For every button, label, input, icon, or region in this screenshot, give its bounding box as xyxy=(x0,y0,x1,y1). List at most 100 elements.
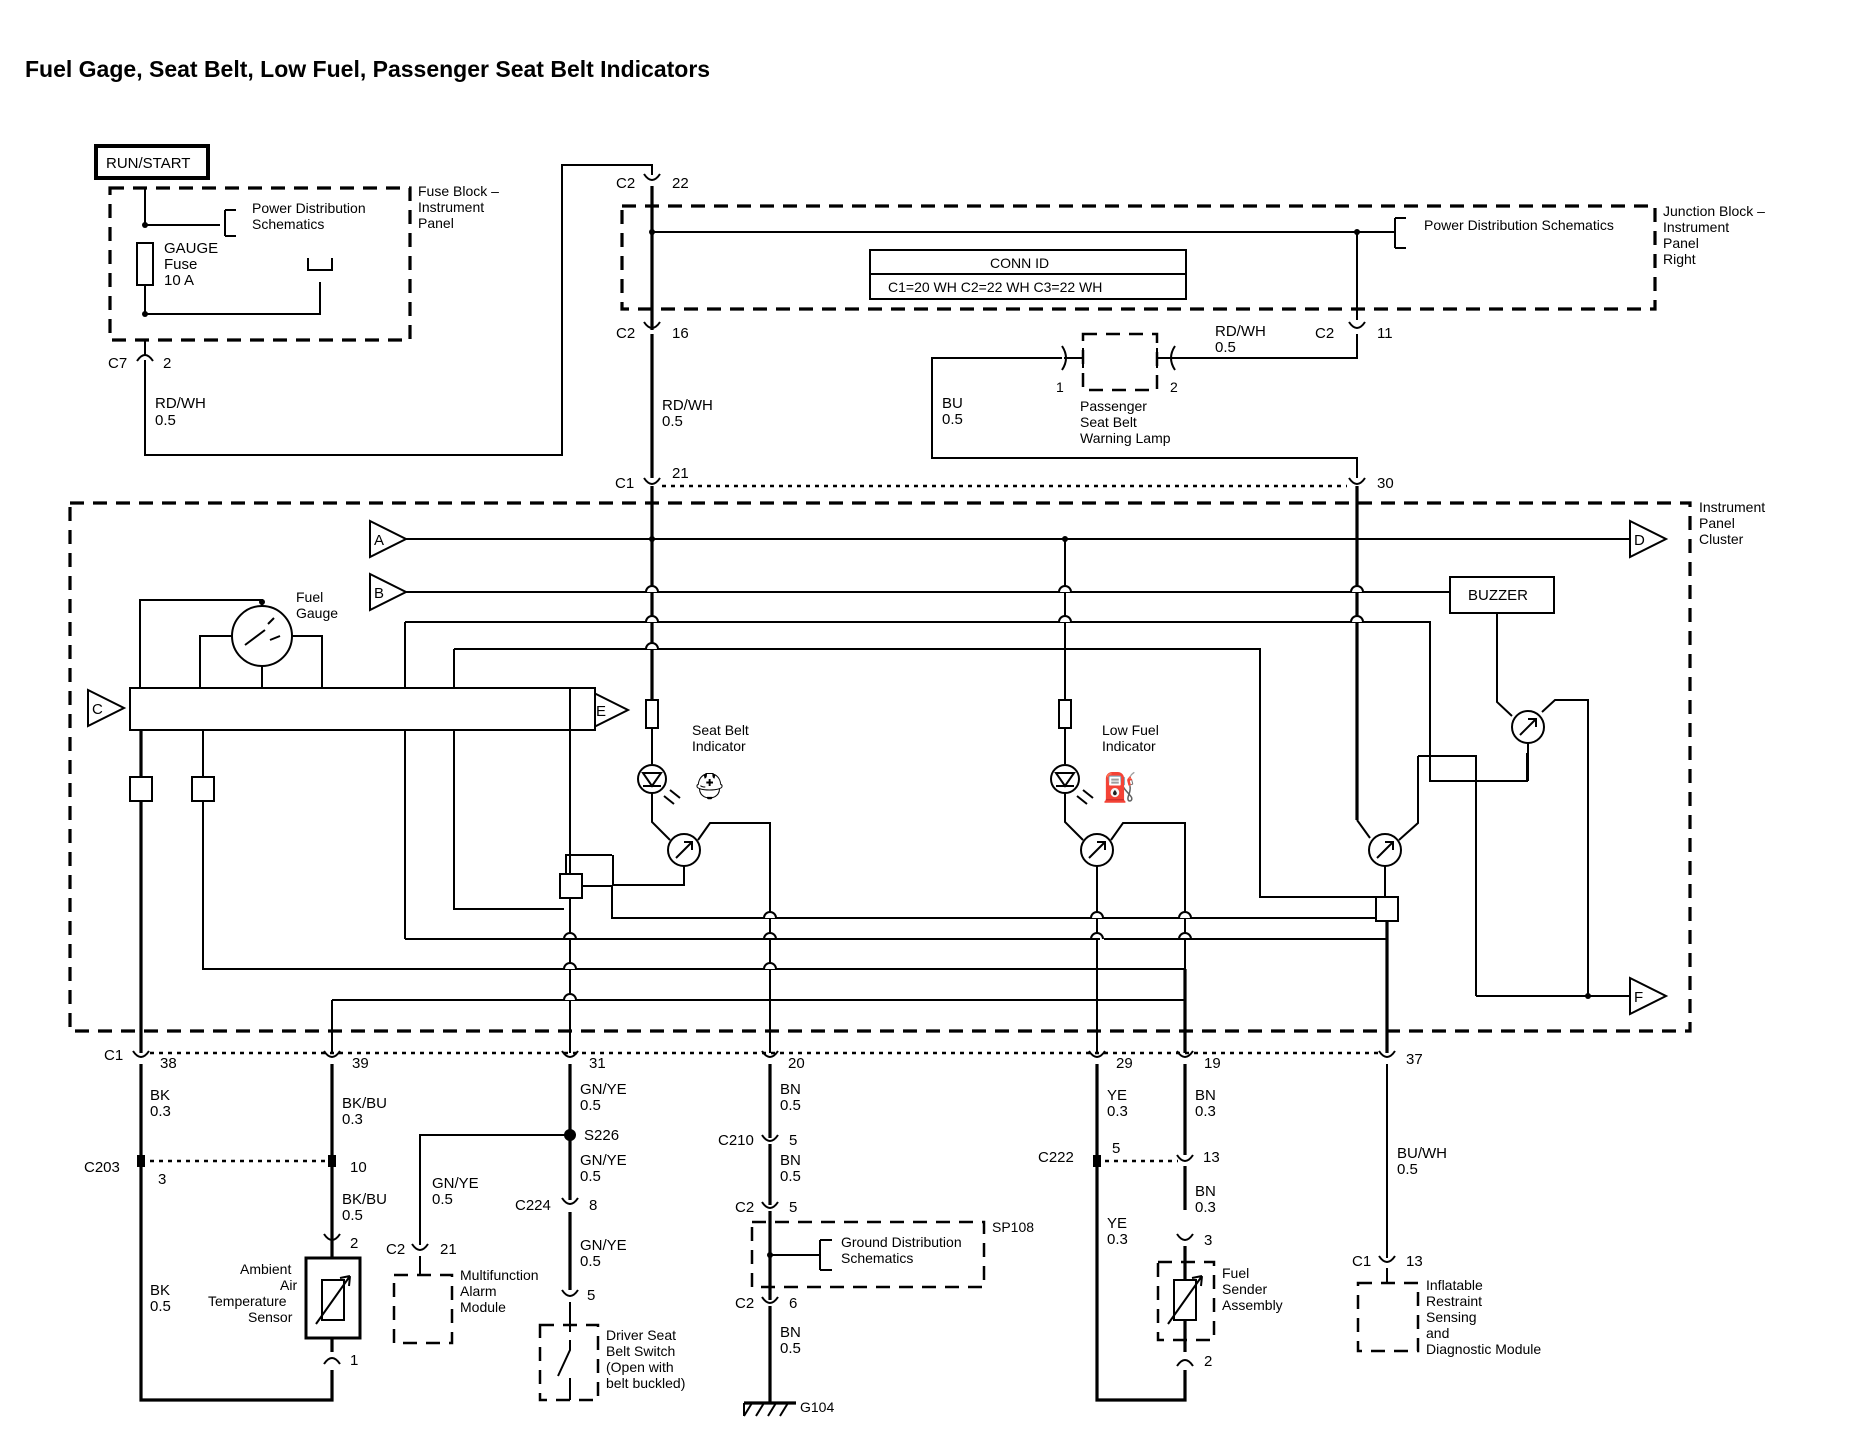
wire-color-18: BN xyxy=(1195,1087,1216,1104)
driver-seat-belt-input xyxy=(559,688,1376,1053)
dsbs-pin-5: 5 xyxy=(587,1287,595,1304)
wire-color-16: YE xyxy=(1107,1087,1127,1104)
wire-color-19: BN xyxy=(1195,1183,1216,1200)
c1-30-connector xyxy=(1348,477,1366,485)
wire-gauge-10: 0.5 xyxy=(432,1191,453,1208)
c1-label: C1 xyxy=(615,475,634,492)
instrument-panel-cluster: Instrument Panel Cluster xyxy=(68,499,1765,1033)
fuse-type: Fuse xyxy=(164,256,197,273)
offpage-connector-c: C xyxy=(87,688,127,728)
c1-label-2: C1 xyxy=(104,1047,123,1064)
crossing-hop-3 xyxy=(645,642,659,650)
multifunction-alarm-module: C2 21 Multifunction Alarm Module xyxy=(386,1241,539,1345)
diagram-title: Fuel Gage, Seat Belt, Low Fuel, Passenge… xyxy=(25,56,710,82)
offpage-connector-b: B xyxy=(369,572,409,612)
lamp-pin-1: 1 xyxy=(1056,379,1064,395)
wire-gauge-14: 0.5 xyxy=(780,1168,801,1185)
crossing-hop-2 xyxy=(645,615,659,623)
buzzer-label: BUZZER xyxy=(1468,587,1528,604)
c1-21-pin: 21 xyxy=(672,465,689,482)
c210-pin-5: 5 xyxy=(789,1132,797,1149)
sdm-label-4: and xyxy=(1426,1325,1449,1341)
c1-31-pin: 31 xyxy=(589,1055,606,1072)
crossing-hop-4 xyxy=(1058,585,1072,593)
crossing-hop-11 xyxy=(1090,911,1104,919)
wire-color-8: BK/BU xyxy=(342,1191,387,1208)
mam-pin-21: 21 xyxy=(440,1241,457,1258)
wire-gauge-11: 0.5 xyxy=(580,1168,601,1185)
wire-color-4: BU xyxy=(942,395,963,412)
wire-gauge-5: 0.3 xyxy=(150,1103,171,1120)
c2-label-5: C2 xyxy=(735,1295,754,1312)
wire-color: RD/WH xyxy=(155,395,206,412)
driver-seat-belt-switch: 5 Driver Seat Belt Switch (Open with bel… xyxy=(538,1287,685,1402)
aats-pin-1: 1 xyxy=(350,1352,358,1369)
gds-label: Ground Distribution xyxy=(841,1234,962,1250)
c2-6-pin: 6 xyxy=(789,1295,797,1312)
sdm-label: Inflatable xyxy=(1426,1277,1483,1293)
c1-20-pin: 20 xyxy=(788,1055,805,1072)
wire-gauge-6: 0.5 xyxy=(150,1298,171,1315)
lamp-pin-2: 2 xyxy=(1170,379,1178,395)
run-start-text: RUN/START xyxy=(106,155,190,172)
c7-label: C7 xyxy=(108,355,127,372)
fuse-block-instrument-panel: Fuse Block – Instrument Panel Power Dist… xyxy=(108,183,499,342)
c222-pin-13: 13 xyxy=(1203,1149,1220,1166)
fsa-pin-3: 3 xyxy=(1204,1232,1212,1249)
fuse-block-label-3: Panel xyxy=(418,215,454,231)
c2-11-connector xyxy=(1348,321,1366,329)
wire-gauge-20: 0.5 xyxy=(1397,1161,1418,1178)
wire-color-2: RD/WH xyxy=(662,397,713,414)
wire-gauge-8: 0.5 xyxy=(342,1207,363,1224)
ground-distribution-splice-sp108: Ground Distribution Schematics SP108 xyxy=(750,1219,1034,1289)
wire-gauge-16: 0.3 xyxy=(1107,1103,1128,1120)
c1-37-pin: 37 xyxy=(1406,1051,1423,1068)
sdm-connector-label: C1 xyxy=(1352,1253,1371,1270)
passenger-seat-belt-warning-lamp: 1 2 Passenger Seat Belt Warning Lamp xyxy=(1056,332,1178,446)
sp108-label: SP108 xyxy=(992,1219,1034,1235)
wire-gauge-13: 0.5 xyxy=(780,1097,801,1114)
sdm-label-3: Sensing xyxy=(1426,1309,1477,1325)
sdm-pin-13: 13 xyxy=(1406,1253,1423,1270)
junction-pds-label: Power Distribution Schematics xyxy=(1424,217,1614,233)
fuse-rating: 10 A xyxy=(164,272,194,289)
wire-gauge-4: 0.5 xyxy=(942,411,963,428)
c224-label: C224 xyxy=(515,1197,551,1214)
wire-color-15: BN xyxy=(780,1324,801,1341)
c210-label: C210 xyxy=(718,1132,754,1149)
dsbs-label-2: Belt Switch xyxy=(606,1343,675,1359)
sdm-label-2: Restraint xyxy=(1426,1293,1482,1309)
wire-color-3: RD/WH xyxy=(1215,323,1266,340)
passenger-lamp-label: Passenger xyxy=(1080,398,1147,414)
wire-gauge-7: 0.3 xyxy=(342,1111,363,1128)
c2-11-pin: 11 xyxy=(1377,325,1393,342)
c224-pin-8: 8 xyxy=(589,1197,597,1214)
mam-connector-label: C2 xyxy=(386,1241,405,1258)
fuel-sender-assembly: 3 2 Fuel Sender Assembly xyxy=(1156,1232,1283,1370)
c203-label: C203 xyxy=(84,1159,120,1176)
offpage-e-label: E xyxy=(596,703,606,720)
low-fuel-indicator-label: Low Fuel xyxy=(1102,722,1159,738)
mam-label-2: Alarm xyxy=(460,1283,497,1299)
junction-block-label-4: Right xyxy=(1663,251,1696,267)
offpage-connector-d: D xyxy=(1629,519,1669,559)
fuse-pds-label-2: Schematics xyxy=(252,216,324,232)
dsbs-label-4: belt buckled) xyxy=(606,1375,685,1391)
offpage-a-label: A xyxy=(374,532,384,549)
junction-block-label: Junction Block – xyxy=(1663,203,1765,219)
run-start-label: RUN/START xyxy=(94,144,210,180)
conn-id-title: CONN ID xyxy=(990,255,1049,271)
seat-belt-indicator-label: Seat Belt xyxy=(692,722,749,738)
wire-gauge: 0.5 xyxy=(155,412,176,429)
buzzer: BUZZER xyxy=(1418,576,1630,999)
c1-19-pin: 19 xyxy=(1204,1055,1221,1072)
wire-gauge-3: 0.5 xyxy=(1215,339,1236,356)
wire-color-12: GN/YE xyxy=(580,1237,627,1254)
conn-id-values: C1=20 WH C2=22 WH C3=22 WH xyxy=(888,279,1102,295)
dsbs-label-3: (Open with xyxy=(606,1359,674,1375)
c2-label-3: C2 xyxy=(1315,325,1334,342)
offpage-connector-a: A xyxy=(369,519,409,559)
wire-color-11: GN/YE xyxy=(580,1152,627,1169)
c7-pin: 2 xyxy=(163,355,171,372)
c2-16-pin: 16 xyxy=(672,325,689,342)
